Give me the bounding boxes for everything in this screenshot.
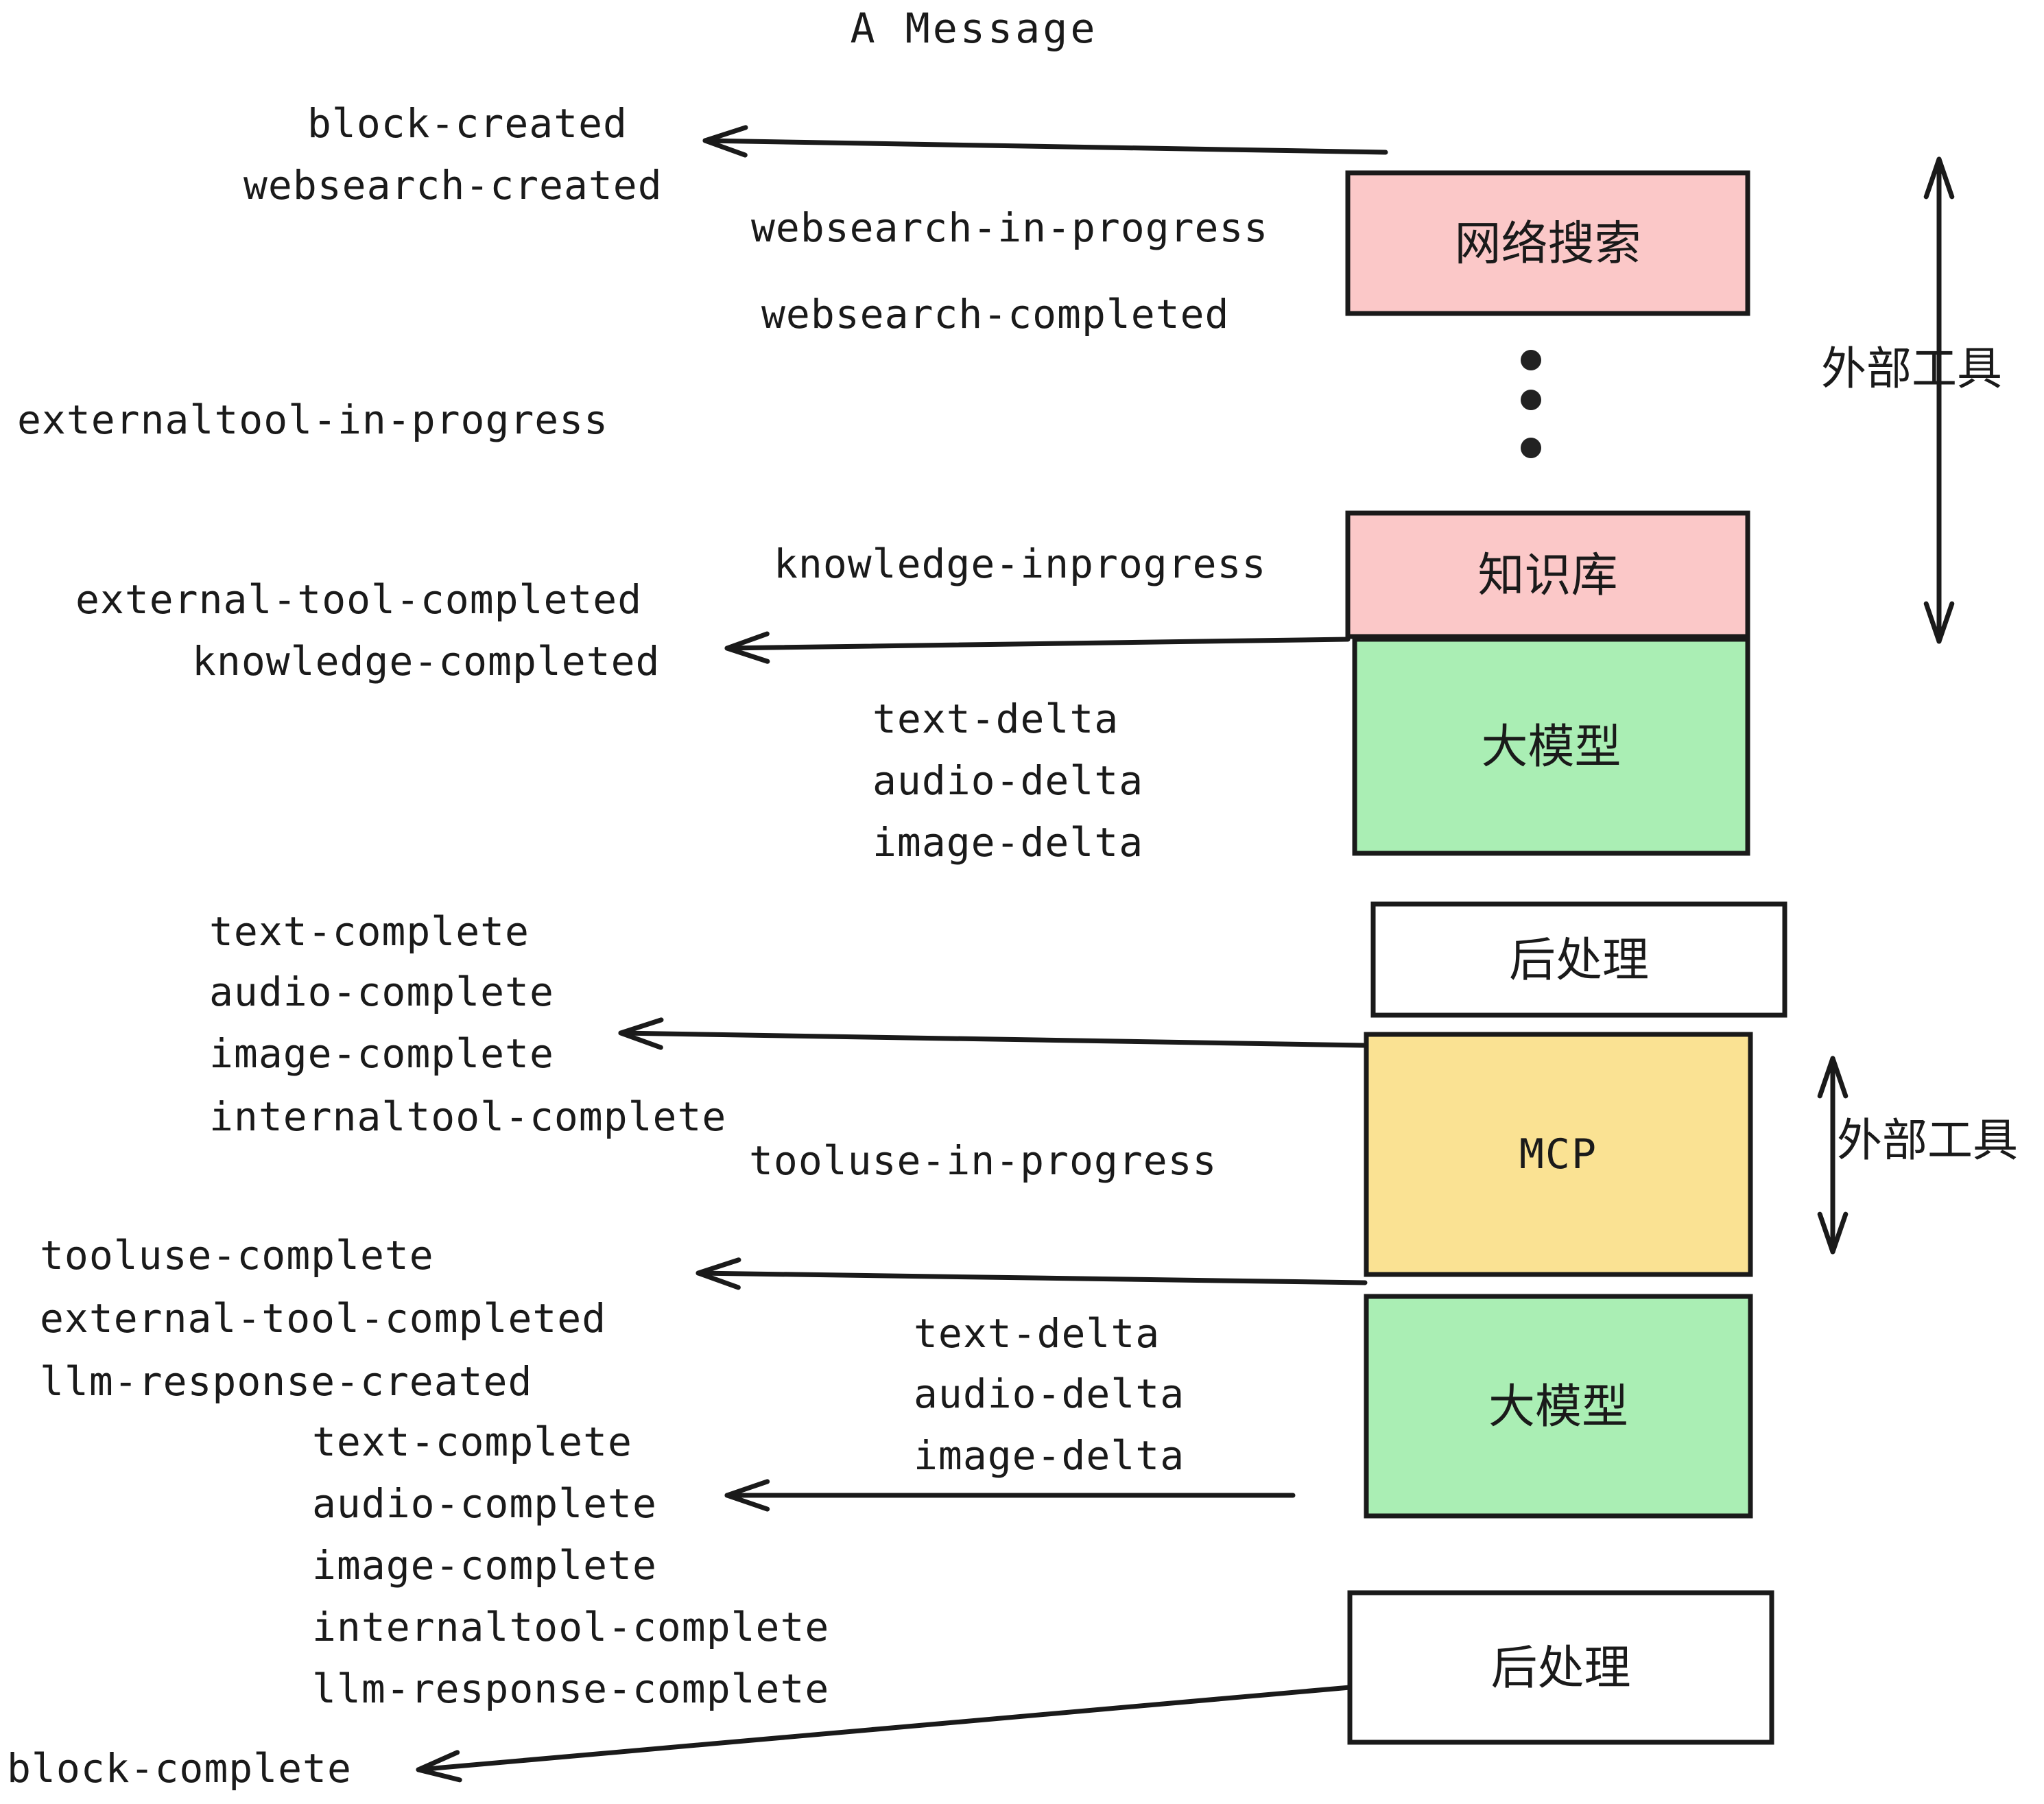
event-label-audio-complete-2: audio-complete (312, 1480, 657, 1527)
node-box-llm-bottom[interactable]: 大模型 (1364, 1294, 1753, 1519)
ellipsis-dot (1521, 350, 1541, 370)
event-label-text-complete-2: text-complete (312, 1419, 632, 1465)
node-box-postprocess-top[interactable]: 后处理 (1370, 901, 1787, 1018)
node-box-rect-knowledge (1345, 510, 1750, 639)
arrow-image-complete-head (618, 1017, 664, 1050)
node-box-rect-llm-top (1352, 637, 1750, 856)
node-box-label-llm-bottom: 大模型 (1488, 1380, 1628, 1434)
vertical-ellipsis (1521, 350, 1541, 458)
arrow-knowledge-completed-shaft (724, 637, 1351, 651)
node-box-rect-postprocess-bottom (1347, 1590, 1774, 1745)
external-tool-arrow-upper-head-down (1923, 601, 1955, 644)
event-label-websearch-in-progress: websearch-in-progress (751, 204, 1268, 251)
event-label-externaltool-in-progress: externaltool-in-progress (17, 396, 608, 443)
arrow-block-complete-head (416, 1750, 462, 1783)
arrow-block-created (702, 125, 1388, 158)
side-label-external-tool-lower: 外部工具 (1837, 1114, 2018, 1167)
event-label-internaltool-complete-2: internaltool-complete (312, 1604, 829, 1650)
node-box-postprocess-bottom[interactable]: 后处理 (1347, 1590, 1774, 1745)
arrow-knowledge-completed (724, 631, 1351, 664)
event-arrows (416, 125, 1388, 1783)
arrow-image-complete-shaft (618, 1030, 1366, 1048)
node-box-mcp[interactable]: MCP (1364, 1032, 1753, 1277)
node-box-knowledge[interactable]: 知识库 (1345, 510, 1750, 639)
event-label-internaltool-complete-1: internaltool-complete (209, 1093, 726, 1140)
event-label-text-complete-1: text-complete (209, 908, 530, 955)
event-label-audio-complete-1: audio-complete (209, 969, 554, 1015)
arrow-block-complete (416, 1685, 1353, 1783)
arrow-tooluse-complete-head (696, 1257, 741, 1290)
node-box-label-postprocess-top: 后处理 (1509, 934, 1649, 988)
event-label-image-complete-2: image-complete (312, 1542, 657, 1589)
event-label-tooluse-in-progress: tooluse-in-progress (749, 1137, 1217, 1184)
arrow-knowledge-completed-head (724, 631, 770, 664)
arrow-image-complete (618, 1017, 1366, 1050)
arrow-block-created-shaft (702, 138, 1388, 155)
arrow-tooluse-complete-shaft (696, 1270, 1368, 1285)
node-box-rect-llm-bottom (1364, 1294, 1753, 1519)
node-box-label-websearch: 网络搜索 (1454, 217, 1641, 272)
side-label-external-tool-upper: 外部工具 (1821, 342, 2002, 395)
external-tool-arrow-lower-head-down (1817, 1211, 1849, 1255)
node-box-websearch[interactable]: 网络搜索 (1345, 170, 1750, 316)
node-box-label-postprocess-bottom: 后处理 (1490, 1641, 1630, 1696)
event-label-llm-response-created: llm-response-created (40, 1358, 532, 1405)
ellipsis-dot (1521, 438, 1541, 458)
event-label-knowledge-inprogress: knowledge-inprogress (774, 541, 1266, 587)
event-labels: block-created websearch-created websearch-… (7, 100, 1268, 1792)
arrow-tooluse-complete (696, 1257, 1368, 1290)
event-label-image-complete-1: image-complete (209, 1030, 554, 1077)
event-label-block-created: block-created (307, 100, 628, 147)
event-label-websearch-created: websearch-created (243, 162, 663, 209)
external-tool-arrow-upper (1923, 156, 1955, 644)
arrow-audio-complete-head (724, 1479, 770, 1512)
event-label-tooluse-complete: tooluse-complete (40, 1232, 434, 1279)
node-box-label-llm-top: 大模型 (1481, 720, 1621, 774)
external-tool-arrow-lower (1817, 1056, 1849, 1255)
event-label-knowledge-completed: knowledge-completed (192, 638, 660, 685)
ellipsis-dot (1521, 390, 1541, 410)
event-label-websearch-completed: websearch-completed (761, 291, 1229, 337)
event-label-image-delta-2: image-delta (914, 1432, 1185, 1479)
event-label-text-delta-2: text-delta (914, 1310, 1160, 1357)
external-tool-arrow-lower-head-up (1817, 1056, 1849, 1099)
event-label-llm-response-complete: llm-response-complete (312, 1665, 829, 1712)
arrow-block-complete-shaft (416, 1685, 1353, 1772)
node-box-label-mcp: MCP (1519, 1130, 1597, 1178)
node-box-llm-top[interactable]: 大模型 (1352, 637, 1750, 856)
event-label-external-tool-completed-1: external-tool-completed (75, 576, 642, 623)
event-label-audio-delta-1: audio-delta (872, 757, 1143, 804)
event-label-image-delta-1: image-delta (872, 819, 1143, 866)
page-title: A Message (850, 5, 1097, 53)
event-label-block-complete: block-complete (7, 1745, 352, 1792)
arrow-audio-complete (724, 1479, 1296, 1512)
external-tool-arrow-upper-head-up (1923, 156, 1955, 200)
node-box-label-knowledge: 知识库 (1477, 549, 1617, 603)
node-box-rect-postprocess-top (1370, 901, 1787, 1018)
node-box-rect-websearch (1345, 170, 1750, 316)
event-label-external-tool-completed-2: external-tool-completed (40, 1295, 606, 1342)
external-tool-range-arrows (1817, 156, 1955, 1255)
event-label-text-delta-1: text-delta (872, 696, 1119, 742)
event-label-audio-delta-2: audio-delta (914, 1370, 1185, 1417)
node-box-rect-mcp (1364, 1032, 1753, 1277)
arrow-block-created-head (702, 125, 748, 158)
